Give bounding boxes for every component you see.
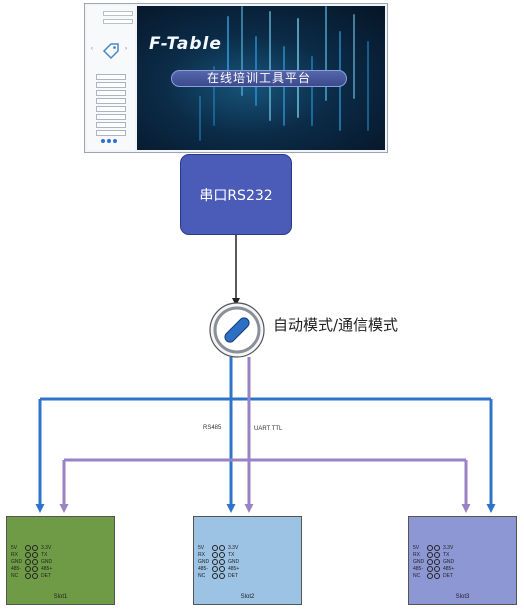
chevron-left-icon[interactable]: ‹ bbox=[91, 46, 93, 52]
pin-label: GND bbox=[41, 559, 53, 565]
sidebar-menu-item[interactable] bbox=[96, 90, 126, 96]
pin-label: DET bbox=[443, 573, 453, 579]
pin-label: RX bbox=[413, 552, 420, 558]
sidebar-menu-item[interactable] bbox=[96, 114, 126, 120]
pin-label: GND bbox=[228, 559, 240, 565]
pin-label: NC bbox=[413, 573, 421, 579]
sidebar-menu-item[interactable] bbox=[96, 98, 126, 104]
banner-subtitle: 在线培训工具平台 bbox=[171, 70, 347, 87]
pin-label: 485+ bbox=[41, 566, 53, 572]
pin-label: 485+ bbox=[443, 566, 455, 572]
uart-bus bbox=[59, 357, 471, 513]
pin-label: 5V bbox=[198, 545, 205, 551]
pin-label: GND bbox=[11, 559, 23, 565]
slot-3-board: 5V RX GND 485- NC 3.3V TX GND 485+ DET S… bbox=[408, 516, 517, 605]
app-banner: F-Table 在线培训工具平台 bbox=[137, 6, 385, 150]
pin-label: 3.3V bbox=[41, 545, 52, 551]
slot-1-name: Slot1 bbox=[53, 594, 68, 600]
pin-label: GND bbox=[443, 559, 455, 565]
pin-label: GND bbox=[198, 559, 210, 565]
tag-icon bbox=[102, 43, 119, 60]
pin-label: 485- bbox=[11, 566, 22, 572]
sidebar-menu-item[interactable] bbox=[96, 130, 126, 136]
pin-label: NC bbox=[198, 573, 206, 579]
pin-header: 5V RX GND 485- NC 3.3V TX GND 485+ DET bbox=[11, 545, 73, 581]
pin-label: RX bbox=[198, 552, 205, 558]
pin-label: 3.3V bbox=[443, 545, 454, 551]
sidebar-field-1-input[interactable] bbox=[103, 10, 133, 16]
sidebar-menu-item[interactable] bbox=[96, 106, 126, 112]
pin-label: DET bbox=[41, 573, 51, 579]
pin-label: GND bbox=[413, 559, 425, 565]
app-screenshot: ‹ › F-Table 在线培训工具平台 bbox=[84, 3, 388, 153]
pin-label: 485- bbox=[413, 566, 424, 572]
pin-label: 485+ bbox=[228, 566, 240, 572]
slot-1-board: 5V RX GND 485- NC 3.3V TX GND 485+ DET S… bbox=[6, 516, 115, 605]
sidebar-menu-item[interactable] bbox=[96, 74, 126, 80]
uart-label: UART TTL bbox=[254, 426, 283, 432]
app-sidebar: ‹ › bbox=[87, 6, 135, 150]
rs232-box: 串口RS232 bbox=[180, 154, 292, 235]
pin-label: 485- bbox=[198, 566, 209, 572]
sidebar-menu-item[interactable] bbox=[96, 122, 126, 128]
pin-label: TX bbox=[443, 552, 450, 558]
banner-title: F-Table bbox=[149, 34, 222, 54]
slot-2-name: Slot2 bbox=[240, 594, 255, 600]
sidebar-field-1 bbox=[89, 10, 133, 16]
slot-2-board: 5V RX GND 485- NC 3.3V TX GND 485+ DET S… bbox=[193, 516, 302, 605]
slot-3-name: Slot3 bbox=[455, 594, 470, 600]
sidebar-field-2 bbox=[89, 18, 133, 24]
pin-label: 5V bbox=[11, 545, 18, 551]
switch-mode-label: 自动模式/通信模式 bbox=[273, 316, 399, 334]
pin-label: DET bbox=[228, 573, 238, 579]
pin-label: RX bbox=[11, 552, 18, 558]
pin-label: TX bbox=[228, 552, 235, 558]
pin-label: 5V bbox=[413, 545, 420, 551]
chevron-right-icon[interactable]: › bbox=[125, 46, 127, 52]
pin-label: 3.3V bbox=[228, 545, 239, 551]
pin-header: 5V RX GND 485- NC 3.3V TX GND 485+ DET bbox=[413, 545, 475, 581]
sidebar-field-2-input[interactable] bbox=[103, 18, 133, 24]
sidebar-menu-item[interactable] bbox=[96, 82, 126, 88]
rs485-label: RS485 bbox=[203, 425, 222, 431]
pager-dots[interactable] bbox=[101, 139, 117, 143]
pin-label: NC bbox=[11, 573, 19, 579]
mode-switch-icon bbox=[209, 302, 265, 358]
pin-label: TX bbox=[41, 552, 48, 558]
rs485-bus bbox=[35, 357, 496, 513]
pin-header: 5V RX GND 485- NC 3.3V TX GND 485+ DET bbox=[198, 545, 260, 581]
